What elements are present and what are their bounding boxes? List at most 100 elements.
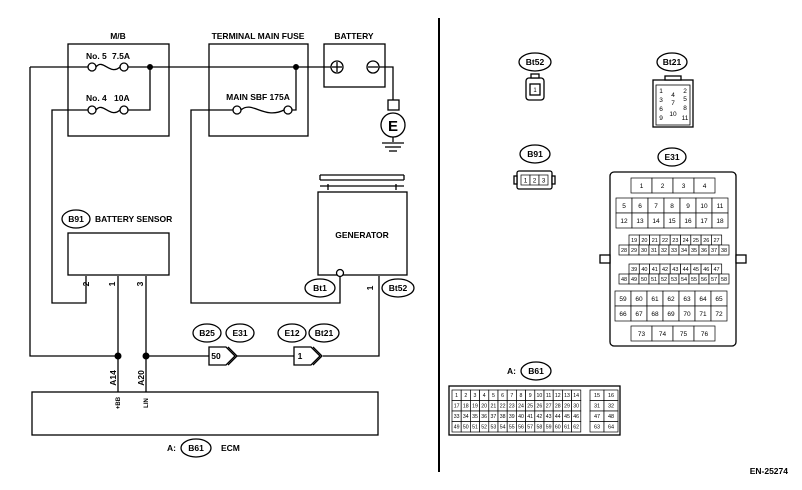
- bs-pin-1: 1: [107, 281, 117, 286]
- bt21-pin-9: 9: [659, 115, 663, 122]
- e31-pin-43: 43: [672, 267, 678, 273]
- generator-lin-wire: [323, 276, 380, 357]
- b61-pin-11: 11: [546, 393, 551, 399]
- bt1-label: Bt1: [313, 283, 327, 293]
- jc-1-label: 1: [298, 351, 303, 361]
- e31-pin-54: 54: [681, 277, 687, 283]
- bt52-badge: [381, 278, 415, 298]
- b61-pin-21: 21: [491, 404, 497, 410]
- b61-pin-33: 33: [454, 414, 460, 420]
- bt21-pin-6: 6: [659, 106, 663, 113]
- b61-face-label: B61: [528, 366, 544, 376]
- e31-pin-15: 15: [668, 218, 676, 225]
- b61-pin-20: 20: [481, 404, 487, 410]
- b91-pin-1: 1: [524, 177, 528, 184]
- b61-pin-23: 23: [509, 404, 515, 410]
- left-bus-wire: [29, 67, 118, 357]
- bt21-pin-1: 1: [659, 88, 663, 95]
- b61-pin-63: 63: [594, 425, 600, 431]
- e31-pin-64: 64: [699, 296, 707, 303]
- e31-pin-37: 37: [711, 248, 717, 254]
- b61-pin-24: 24: [518, 404, 524, 410]
- e31-pin-63: 63: [683, 296, 691, 303]
- b61-pin-25: 25: [527, 404, 533, 410]
- b61-badge-ecm: [180, 438, 212, 458]
- e31-pin-16: 16: [684, 218, 692, 225]
- b91-label: B91: [68, 214, 84, 224]
- e31-pin-12: 12: [620, 218, 628, 225]
- e31-pin-56: 56: [701, 277, 707, 283]
- e31-pin-34: 34: [681, 248, 687, 254]
- bt52-face-badge: [518, 52, 552, 72]
- ground-connector: [387, 99, 400, 111]
- bt21-pin-3: 3: [659, 97, 663, 104]
- b61-pin-58: 58: [537, 425, 543, 431]
- battery-sensor-label: BATTERY SENSOR: [95, 214, 172, 224]
- b61-pin-28: 28: [555, 404, 561, 410]
- a14-label: A14: [108, 370, 118, 386]
- e31-pin-67: 67: [635, 311, 643, 318]
- bt21-face-label: Bt21: [663, 57, 682, 67]
- e31-pin-28: 28: [621, 248, 627, 254]
- generator-box: [317, 191, 408, 276]
- b91-face-badge: [519, 144, 551, 164]
- e31-pin-55: 55: [691, 277, 697, 283]
- b61-pin-56: 56: [518, 425, 524, 431]
- e31-pin-57: 57: [711, 277, 717, 283]
- e31-pin-72: 72: [715, 311, 723, 318]
- b91-pin-3-cell: [538, 174, 549, 186]
- e31-pin-35: 35: [691, 248, 697, 254]
- e31-pin-10: 10: [700, 203, 708, 210]
- b61-label-ecm: B61: [188, 443, 204, 453]
- e31-pin-69: 69: [667, 311, 675, 318]
- b91-face-label: B91: [527, 149, 543, 159]
- e31-pin-60: 60: [635, 296, 643, 303]
- e31-pin-36: 36: [701, 248, 707, 254]
- b61-face-badge: [520, 361, 552, 381]
- b61-pin-27: 27: [546, 404, 552, 410]
- b61-pin-9: 9: [529, 393, 532, 399]
- bt21-pin-10: 10: [669, 111, 677, 118]
- battery-sensor-box: [67, 232, 170, 276]
- bt21-badge: [308, 323, 340, 343]
- b61-pin-35: 35: [472, 414, 478, 420]
- b61-pin-8: 8: [520, 393, 523, 399]
- b61-pin-31: 31: [594, 404, 600, 410]
- e31-pin-52: 52: [661, 277, 667, 283]
- b61-pin-41: 41: [527, 414, 533, 420]
- e31-pin-3: 3: [682, 183, 686, 190]
- e31-pin-58: 58: [721, 277, 727, 283]
- fuse4-to-sensor-wire: [51, 109, 88, 304]
- battery-plus-icon: [330, 60, 344, 74]
- e31-pin-49: 49: [631, 277, 637, 283]
- e31-pin-59: 59: [619, 296, 627, 303]
- gen-pin-1: 1: [365, 285, 375, 290]
- fuse-no4-amp: 10A: [114, 93, 130, 103]
- e31-pin-8: 8: [670, 203, 674, 210]
- b61-pin-1: 1: [455, 393, 458, 399]
- fuse-no5-label: No. 5: [86, 51, 107, 61]
- b61-pin-15: 15: [594, 393, 600, 399]
- e31-badge-left: [225, 323, 255, 343]
- b61-pin-47: 47: [594, 414, 600, 420]
- e31-pin-47: 47: [713, 267, 719, 273]
- e31-pin-73: 73: [638, 331, 646, 338]
- fuse-no4-label: No. 4: [86, 93, 107, 103]
- b61-pin-30: 30: [573, 404, 579, 410]
- e31-pin-38-cell: [718, 244, 730, 256]
- pin-lin-label: LIN: [144, 398, 150, 408]
- ground-icon: [382, 137, 404, 152]
- b61-pin-44: 44: [555, 414, 561, 420]
- b61-pin-49: 49: [454, 425, 460, 431]
- b61-pin-52: 52: [481, 425, 487, 431]
- b61-pin-26: 26: [537, 404, 543, 410]
- bs-pin-2: 2: [81, 281, 91, 286]
- b61-pin-14: 14: [573, 393, 579, 399]
- mb-bridge-wire: [128, 67, 151, 111]
- e31-pin-17: 17: [700, 218, 708, 225]
- e31-pin-32: 32: [661, 248, 667, 254]
- bs-pin-3: 3: [135, 281, 145, 286]
- e31-pin-11: 11: [717, 203, 724, 210]
